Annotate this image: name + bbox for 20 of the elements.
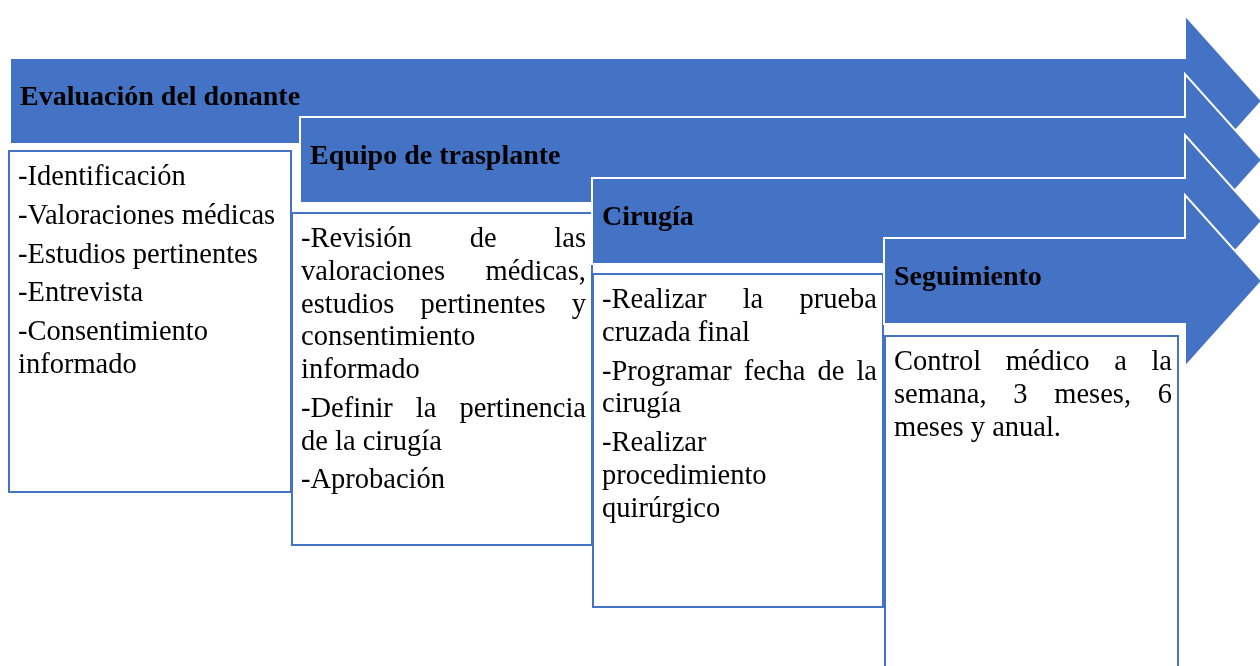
- list-item: -Consentimiento informado: [18, 315, 209, 381]
- task-list-box: [291, 212, 593, 546]
- stage-title: Evaluación del donante: [20, 80, 301, 112]
- stage-title: Cirugía: [602, 200, 694, 232]
- list-item: -Identificación: [18, 160, 187, 193]
- task-list-box: [592, 273, 884, 608]
- list-item: -Realizar procedimiento quirúrgico: [602, 426, 768, 525]
- list-item: -Realizar la prueba cruzada final: [602, 283, 877, 349]
- task-list-box: [884, 335, 1179, 666]
- list-item: -Entrevista: [18, 276, 145, 310]
- list-item: -Programar fecha de la cirugía: [602, 354, 877, 421]
- list-item: -Estudios pertinentes: [18, 237, 259, 271]
- stage-title: Seguimiento: [894, 260, 1042, 292]
- body-text: Control médico a la semana, 3 meses, 6 meses y anual.: [894, 345, 1172, 444]
- list-item: -Aprobación: [301, 463, 447, 497]
- task-list-box: [8, 150, 292, 493]
- list-item: -Revisión de las valoraciones médicas, estudios pertinentes y consentimiento informado: [301, 222, 586, 386]
- stage-title: Equipo de trasplante: [310, 139, 561, 171]
- list-item: -Valoraciones médicas: [18, 198, 277, 232]
- list-item: -Definir la pertinencia de la cirugía: [301, 391, 586, 458]
